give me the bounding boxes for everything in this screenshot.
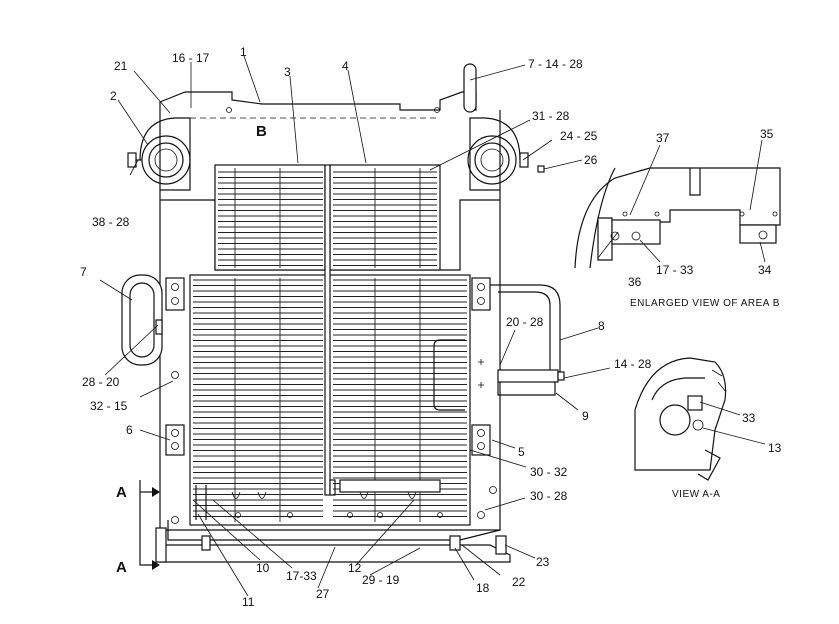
callout-10: 10	[256, 561, 270, 575]
callout-31: 31 - 28	[532, 109, 570, 123]
callout-2: 2	[110, 89, 117, 103]
callout-16: 16 - 17	[172, 51, 210, 65]
area-b-marker: B	[256, 123, 267, 140]
callout-30a: 30 - 32	[530, 465, 568, 479]
caption-area-b: ENLARGED VIEW OF AREA B	[630, 298, 780, 309]
callout-32: 32 - 15	[90, 399, 128, 413]
callout-12: 12	[348, 561, 362, 575]
callout-8: 8	[598, 319, 605, 333]
right-side-guard	[433, 284, 565, 411]
callout-38: 38 - 28	[92, 215, 130, 229]
callout-3: 3	[284, 65, 291, 79]
caption-view-aa: VIEW A-A	[672, 489, 720, 500]
callout-22: 22	[512, 575, 526, 589]
section-arrows-a-a	[139, 480, 160, 570]
callout-7a: 7	[80, 265, 87, 279]
callout-7b: 7 - 14 - 28	[528, 57, 583, 71]
radiator-frame	[139, 91, 521, 563]
radiator-core	[189, 164, 471, 526]
callout-34: 34	[758, 263, 772, 277]
callout-35: 35	[760, 127, 774, 141]
left-handle	[121, 274, 163, 366]
callout-36: 36	[628, 275, 642, 289]
callout-labels: 1 2 3 4 5 6 7 7 - 14 - 28 8 9 10 11 12 1…	[80, 45, 782, 609]
enlarged-view-area-b	[574, 167, 781, 269]
view-captions: ENLARGED VIEW OF AREA B VIEW A-A	[630, 298, 780, 500]
section-a-bottom: A	[116, 559, 127, 576]
callout-20a: 20 - 28	[506, 315, 544, 329]
callout-24: 24 - 25	[560, 129, 598, 143]
callout-29: 29 - 19	[362, 573, 400, 587]
left-cap-fitting	[127, 135, 191, 185]
callout-17a: 17-33	[286, 569, 317, 583]
callout-5: 5	[518, 445, 525, 459]
callout-27: 27	[316, 587, 330, 601]
callout-1: 1	[240, 45, 247, 59]
callout-14: 14 - 28	[614, 357, 652, 371]
callout-26: 26	[584, 153, 598, 167]
callout-4: 4	[342, 59, 349, 73]
view-a-a	[634, 357, 727, 481]
callout-21: 21	[114, 59, 128, 73]
callout-37: 37	[656, 131, 670, 145]
callout-28: 28 - 20	[82, 375, 120, 389]
section-a-top: A	[116, 484, 127, 501]
leader-lines	[99, 55, 766, 597]
lifting-eye-top	[463, 63, 477, 113]
callout-18: 18	[476, 581, 490, 595]
bottom-hangers	[195, 479, 507, 555]
callout-33: 33	[742, 411, 756, 425]
right-cap-fitting	[467, 135, 545, 185]
callout-9: 9	[582, 409, 589, 423]
callout-11: 11	[242, 595, 255, 609]
callout-23: 23	[536, 555, 550, 569]
callout-17b: 17 - 33	[656, 263, 694, 277]
callout-30b: 30 - 28	[530, 489, 568, 503]
callout-13: 13	[768, 441, 782, 455]
callout-6: 6	[126, 423, 133, 437]
